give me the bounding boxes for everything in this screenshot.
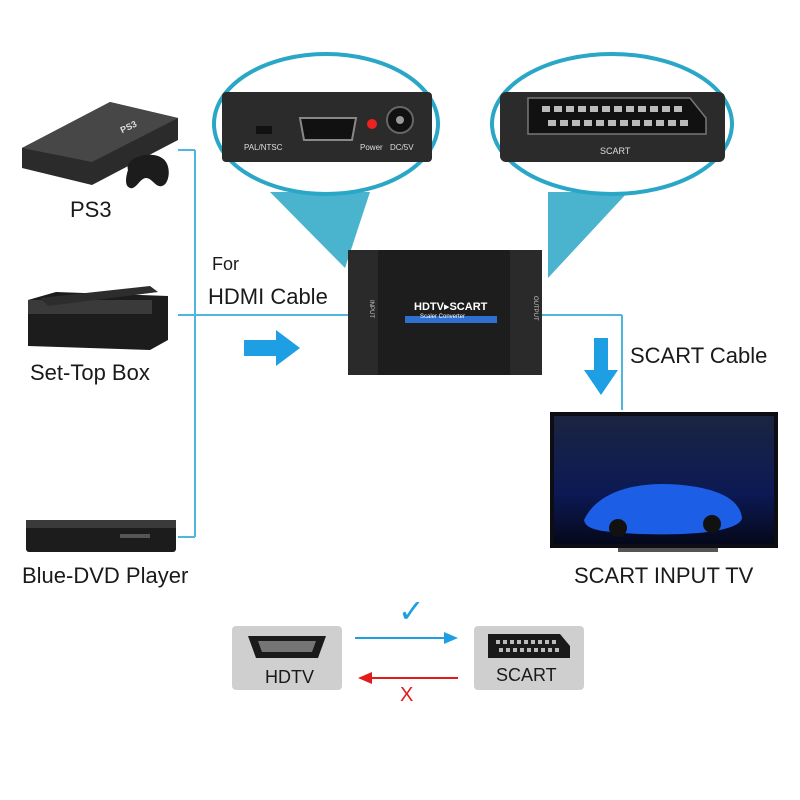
hdmi-port-icon <box>298 117 358 141</box>
ps3-label: PS3 <box>70 197 112 222</box>
pal-ntsc-switch <box>256 126 272 134</box>
settop-box <box>28 286 168 350</box>
power-led <box>367 119 377 129</box>
arrow-down <box>584 338 618 395</box>
power-label: Power <box>360 143 383 152</box>
scart-socket <box>527 97 707 135</box>
ps3-console <box>22 102 178 189</box>
dc-label: DC/5V <box>390 143 414 152</box>
for-label: For <box>212 254 239 274</box>
legend-reverse-arrow <box>358 672 458 684</box>
tv-label: SCART INPUT TV <box>574 563 754 588</box>
bluray-label: Blue-DVD Player <box>22 563 189 588</box>
scart-pins <box>542 106 688 126</box>
check-icon: ✓ <box>398 592 425 630</box>
legend-hdtv-label: HDTV <box>265 667 314 687</box>
converter-title: HDTV▸SCART <box>414 301 488 313</box>
converter-input-label: INPUT <box>368 300 374 318</box>
connection-lines <box>178 149 623 538</box>
tv <box>550 412 778 552</box>
zoom-beam-left <box>270 192 370 268</box>
cross-icon: X <box>400 684 414 706</box>
legend-hdtv-box <box>232 626 342 690</box>
arrow-right <box>244 330 300 366</box>
scart-cable-label: SCART Cable <box>630 343 768 368</box>
settop-label: Set-Top Box <box>30 360 150 385</box>
converter-subtitle: Scaler Converter <box>420 314 466 320</box>
scart-zoom-label: SCART <box>600 146 631 156</box>
zoom-beam-right <box>548 192 628 278</box>
legend-scart-label: SCART <box>496 665 557 685</box>
converter-output-label: OUTPUT <box>532 296 538 321</box>
hdmi-cable-label: HDMI Cable <box>208 284 328 309</box>
legend-forward-arrow <box>355 632 458 644</box>
legend-scart-box <box>474 626 584 690</box>
bluray-player <box>26 520 176 552</box>
converter-box <box>348 250 542 375</box>
pal-ntsc-label: PAL/NTSC <box>244 143 283 152</box>
